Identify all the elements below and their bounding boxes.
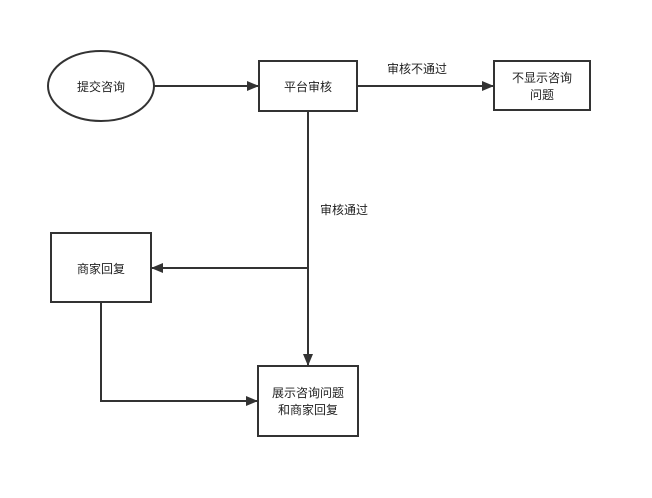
node-merchant-reply: 商家回复: [50, 232, 152, 303]
node-reply-shape: [50, 232, 152, 303]
node-platform-review: 平台审核: [258, 60, 358, 112]
edge-reply-to-show: [100, 302, 258, 406]
edge-review-pass-label: 审核通过: [320, 202, 368, 217]
node-hide-label-line2: 问题: [530, 88, 554, 102]
node-show-label-line2: 和商家回复: [278, 402, 338, 417]
node-submit-label: 提交咨询: [77, 79, 125, 94]
node-show-shape: [257, 365, 359, 437]
node-reply-label: 商家回复: [77, 261, 125, 276]
node-review-shape: [258, 60, 358, 112]
node-submit-inquiry: 提交咨询: [47, 50, 155, 122]
node-hide-question: 不显示咨询 问题: [493, 60, 591, 111]
edge-review-fail-label: 审核不通过: [387, 61, 447, 76]
node-review-label: 平台审核: [284, 79, 332, 94]
node-hide-shape: [493, 60, 591, 111]
node-hide-label-line1: 不显示咨询: [512, 70, 572, 85]
node-show-question-reply: 展示咨询问题 和商家回复: [257, 365, 359, 437]
node-show-label-line1: 展示咨询问题: [272, 385, 344, 400]
